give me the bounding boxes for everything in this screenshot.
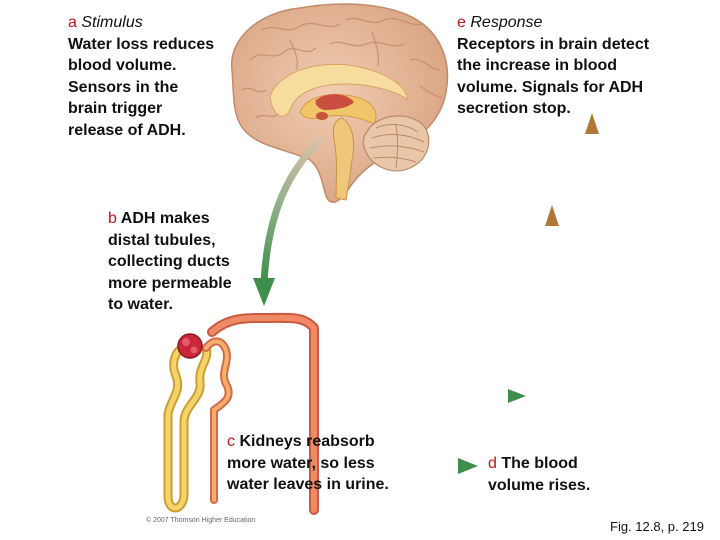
copyright-notice: © 2007 Thomson Higher Education: [146, 517, 256, 524]
hormone-arrow-brain-to-kidney: [253, 136, 324, 306]
response-letter: e: [457, 14, 466, 31]
stimulus-letter: a: [68, 14, 77, 31]
response-heading: Response: [470, 14, 543, 31]
blood-letter: d: [488, 455, 497, 472]
adh-line: more permeable: [108, 274, 232, 292]
response-line: Receptors in brain detect: [457, 35, 650, 53]
dashed-arrow-tall: [585, 113, 599, 378]
adh-letter: b: [108, 210, 117, 227]
stimulus-line: blood volume.: [68, 57, 177, 74]
adh-line: ADH makes: [120, 210, 210, 227]
figure-caption: Fig. 12.8, p. 219: [610, 519, 704, 534]
blood-text: d The blood volume rises.: [488, 453, 590, 496]
nephron-illustration: [163, 312, 319, 515]
blood-line: volume rises.: [488, 476, 591, 494]
response-line: the increase in blood: [457, 57, 618, 74]
response-text: e Response Receptors in brain detect the…: [457, 12, 649, 120]
kidneys-line: Kidneys reabsorb: [239, 433, 375, 450]
stimulus-heading: Stimulus: [81, 14, 143, 31]
kidneys-letter: c: [227, 433, 235, 450]
arrow-kidneys-to-blood: [408, 458, 478, 474]
kidneys-line: water leaves in urine.: [227, 476, 389, 493]
blood-line: The blood: [501, 455, 578, 472]
arrow-to-response: [470, 389, 526, 403]
kidneys-text: c Kidneys reabsorb more water, so less w…: [227, 431, 389, 496]
cerebellum-folia: [369, 123, 425, 169]
adh-text: b ADH makes distal tubules, collecting d…: [108, 208, 232, 316]
kidneys-line: more water, so less: [227, 454, 375, 472]
adh-line: collecting ducts: [108, 253, 230, 270]
stimulus-line: brain trigger: [68, 100, 163, 117]
response-line: volume. Signals for ADH: [457, 78, 644, 96]
dashed-arrow-short: [545, 205, 559, 442]
stimulus-text: a Stimulus Water loss reduces blood volu…: [68, 12, 214, 141]
brain-illustration: [230, 3, 449, 203]
response-line: secretion stop.: [457, 100, 571, 117]
stimulus-line: Water loss reduces: [68, 35, 215, 53]
adh-line: distal tubules,: [108, 231, 216, 249]
stimulus-line: release of ADH.: [68, 121, 186, 139]
stimulus-line: Sensors in the: [68, 78, 179, 96]
adh-line: to water.: [108, 296, 173, 313]
brain-gyri: [241, 17, 443, 119]
